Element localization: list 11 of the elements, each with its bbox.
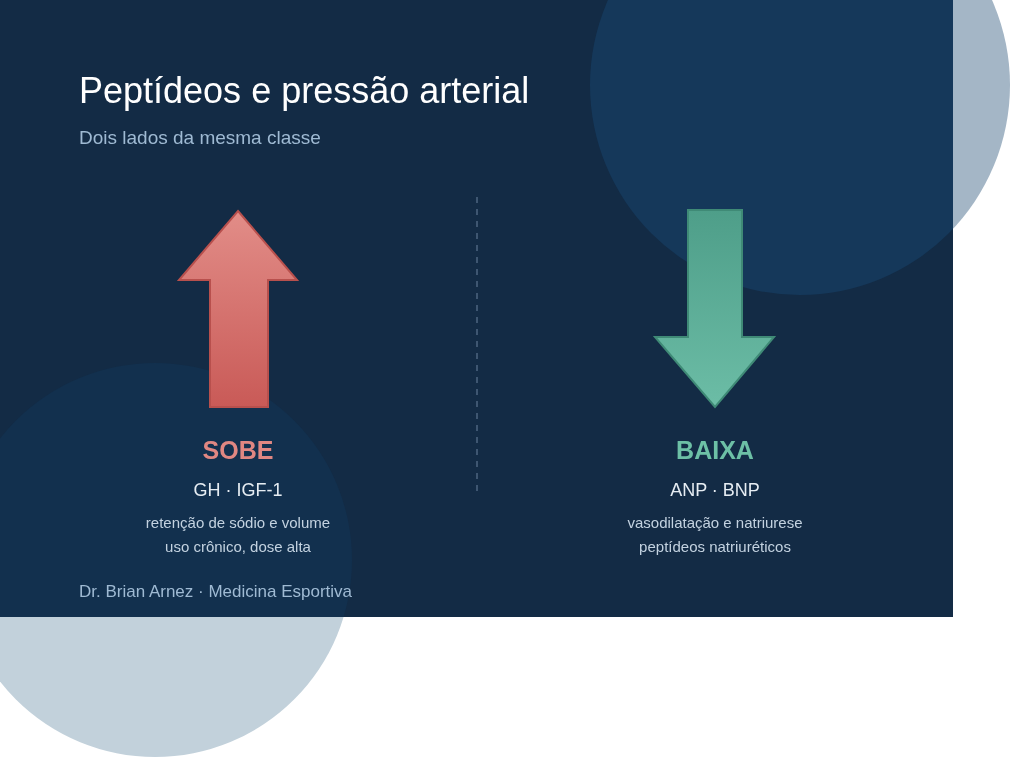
peptide-names: GH · IGF-1: [193, 480, 283, 501]
title: Peptídeos e pressão arterial: [79, 70, 530, 112]
effect-text: uso crônico, dose alta: [165, 538, 311, 555]
trend-label: BAIXA: [676, 436, 754, 465]
footer-text: Dr. Brian Arnez · Medicina Esportiva: [79, 582, 353, 602]
subtitle: Dois lados da mesma classe: [79, 127, 321, 149]
trend-label: SOBE: [202, 436, 274, 465]
effect-text: vasodilatação e natriurese: [627, 514, 803, 531]
effect-text: retenção de sódio e volume: [145, 514, 331, 531]
peptide-names: ANP · BNP: [670, 480, 760, 501]
effect-text: peptídeos natriuréticos: [639, 538, 791, 555]
